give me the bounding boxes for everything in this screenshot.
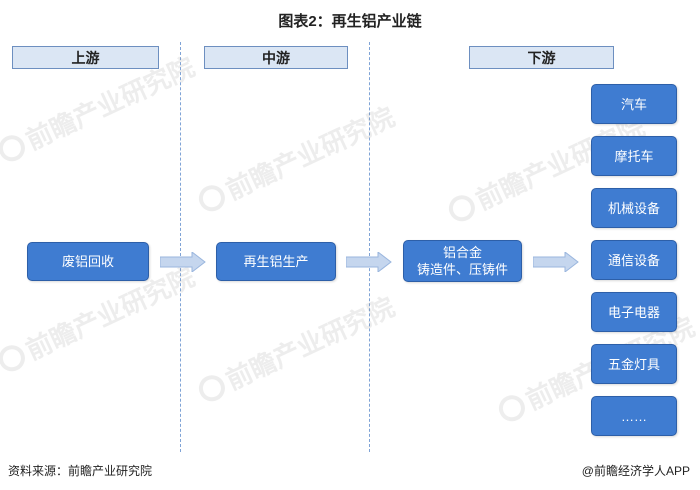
stage-header-downstream: 下游 — [469, 46, 614, 69]
node-aluminum-alloy: 铝合金 铸造件、压铸件 — [403, 240, 522, 282]
node-recycled-production: 再生铝生产 — [216, 242, 336, 281]
application-item: 五金灯具 — [591, 344, 677, 384]
application-item: 通信设备 — [591, 240, 677, 280]
arrow-1 — [160, 252, 206, 272]
chart-title: 图表2：再生铝产业链 — [278, 13, 422, 30]
application-item: 摩托车 — [591, 136, 677, 176]
arrow-3 — [533, 252, 579, 272]
application-item: …… — [591, 396, 677, 436]
stage-header-upstream: 上游 — [12, 46, 159, 69]
application-item: 机械设备 — [591, 188, 677, 228]
divider-line-2 — [369, 42, 370, 452]
divider-line-1 — [180, 42, 181, 452]
node-aluminum-alloy-line2: 铸造件、压铸件 — [416, 262, 508, 277]
application-item: 电子电器 — [591, 292, 677, 332]
stage-header-midstream: 中游 — [204, 46, 348, 69]
node-scrap-recycling: 废铝回收 — [27, 242, 149, 281]
brand-credit: @前瞻经济学人APP — [581, 464, 690, 478]
node-aluminum-alloy-line1: 铝合金 — [442, 245, 482, 260]
source-note: 资料来源：前瞻产业研究院 — [8, 464, 153, 478]
application-item: 汽车 — [591, 84, 677, 124]
arrow-2 — [346, 252, 392, 272]
